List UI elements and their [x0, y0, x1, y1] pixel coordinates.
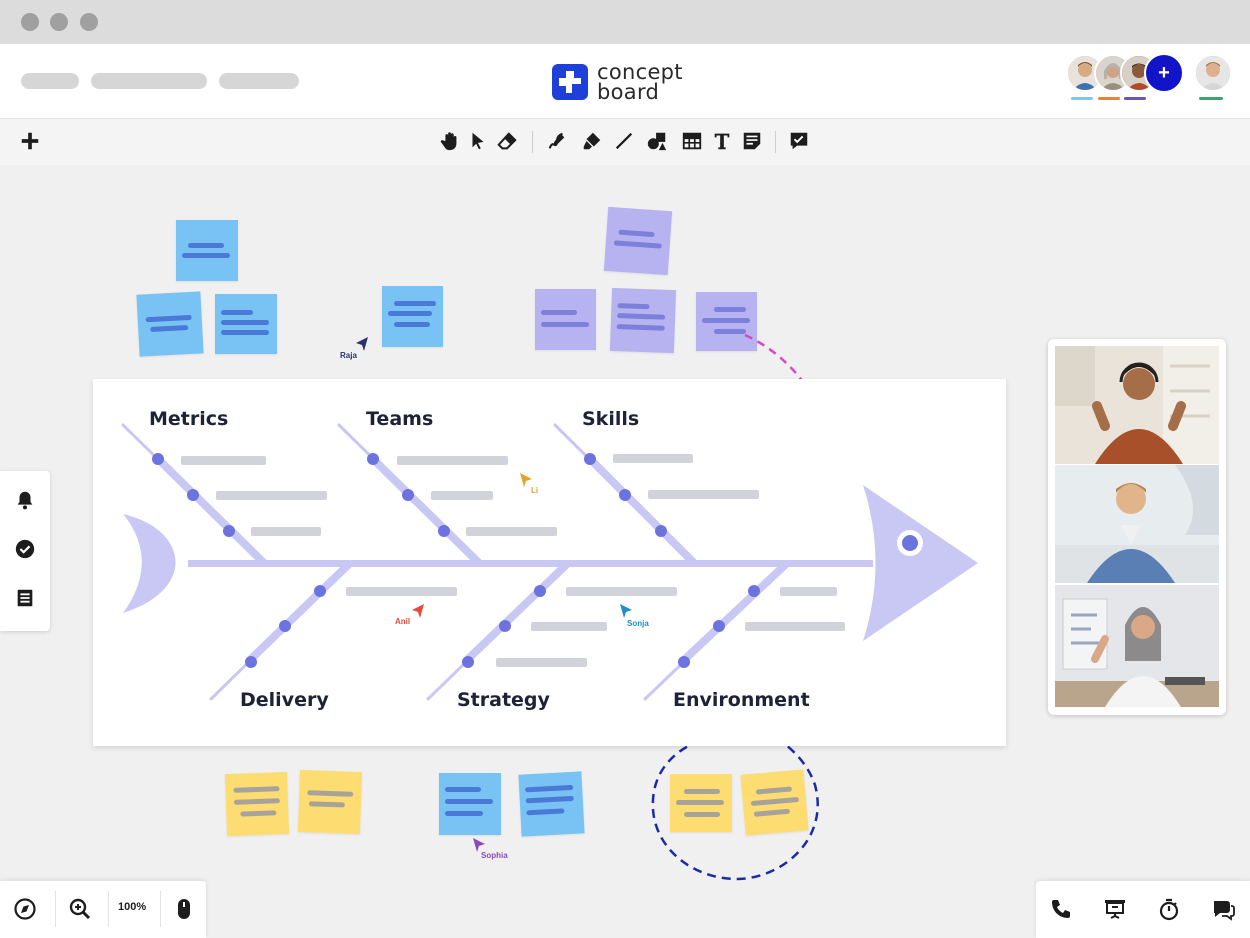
menu-placeholder[interactable]: [21, 73, 79, 89]
category-label-skills[interactable]: Skills: [582, 408, 640, 430]
cursor-label-sonja: Sonja: [627, 619, 649, 628]
avatar[interactable]: [1194, 54, 1232, 92]
toolbar-separator: [775, 131, 776, 153]
text-icon[interactable]: [710, 129, 734, 153]
sticky-note[interactable]: [439, 773, 501, 835]
sticky-note[interactable]: [176, 220, 238, 281]
eraser-icon[interactable]: [495, 129, 519, 153]
check-circle-icon[interactable]: [14, 538, 36, 560]
fishbone-diagram: [121, 423, 978, 701]
fish-spine: [188, 560, 873, 567]
fish-tail: [123, 514, 176, 613]
cursor-sophia-icon: [473, 838, 485, 852]
category-label-delivery[interactable]: Delivery: [240, 689, 329, 711]
zoom-panel: 100%: [0, 881, 206, 938]
chat-icon[interactable]: [1211, 897, 1235, 921]
category-label-strategy[interactable]: Strategy: [457, 689, 550, 711]
panel-separator: [55, 891, 56, 927]
category-label-environment[interactable]: Environment: [673, 689, 810, 711]
dashed-highlight-circle: [651, 715, 819, 881]
panel-separator: [160, 891, 161, 927]
logo-line-1: concept: [597, 60, 683, 84]
title-bar: [0, 0, 1250, 44]
phone-icon[interactable]: [1049, 897, 1073, 921]
compass-icon[interactable]: [13, 897, 37, 921]
cursor-sonja-icon: [620, 604, 632, 618]
marker-icon[interactable]: [580, 129, 604, 153]
video-tile[interactable]: [1055, 465, 1219, 583]
cursor-li-icon: [520, 473, 532, 487]
line-icon[interactable]: [612, 129, 636, 153]
fish-pupil: [902, 535, 918, 551]
logo-line-2: board: [597, 80, 660, 104]
zoom-in-icon[interactable]: [68, 897, 92, 921]
cursor-label-sophia: Sophia: [481, 851, 508, 860]
cursor-label-anil: Anil: [395, 617, 411, 626]
pen-icon[interactable]: [545, 129, 569, 153]
sticky-note[interactable]: [696, 292, 757, 351]
category-label-teams[interactable]: Teams: [366, 408, 434, 430]
video-tile[interactable]: [1055, 585, 1219, 707]
video-tile[interactable]: [1055, 346, 1219, 464]
comment-icon[interactable]: [787, 129, 811, 153]
pointer-icon[interactable]: [466, 129, 490, 153]
panel-separator: [108, 891, 109, 927]
conceptboard-logo: concept board: [552, 60, 683, 104]
table-icon[interactable]: [680, 129, 704, 153]
zoom-level[interactable]: 100%: [118, 901, 147, 913]
cursor-label-raja: Raja: [340, 351, 357, 360]
logo-text: concept board: [597, 60, 683, 104]
timer-icon[interactable]: [1157, 897, 1181, 921]
collaborator-avatars: [1066, 54, 1246, 114]
communication-panel: [1036, 881, 1250, 938]
logo-mark-icon: [552, 64, 588, 100]
hand-icon[interactable]: [438, 129, 462, 153]
presentation-icon[interactable]: [1103, 897, 1127, 921]
mouse-icon[interactable]: [172, 897, 196, 921]
sticky-note[interactable]: [670, 774, 732, 832]
shapes-icon[interactable]: [645, 129, 669, 153]
list-icon[interactable]: [14, 587, 36, 609]
window-close-button[interactable]: [21, 13, 39, 31]
sticky-note[interactable]: [382, 286, 443, 347]
window-maximize-button[interactable]: [80, 13, 98, 31]
cursor-anil-icon: [412, 604, 424, 618]
sticky-note-icon[interactable]: [740, 129, 764, 153]
main-toolbar: [0, 118, 1250, 166]
window-minimize-button[interactable]: [50, 13, 68, 31]
app-header: concept board +: [0, 44, 1250, 118]
category-label-metrics[interactable]: Metrics: [149, 408, 229, 430]
toolbar-separator: [532, 131, 533, 153]
cursor-raja-icon: [356, 337, 368, 351]
whiteboard-canvas[interactable]: Metrics Teams Skills Delivery Strategy E…: [0, 165, 1250, 938]
menu-placeholder[interactable]: [91, 73, 207, 89]
add-collaborator-button[interactable]: +: [1144, 53, 1184, 93]
avatar-status-line: [1071, 97, 1093, 100]
bell-icon[interactable]: [14, 489, 36, 511]
fishbone-diagram-board[interactable]: Metrics Teams Skills Delivery Strategy E…: [93, 379, 1006, 746]
left-side-panel: [0, 471, 50, 631]
cursor-label-li: Li: [531, 486, 539, 495]
sticky-note[interactable]: [535, 289, 596, 350]
menu-placeholder[interactable]: [219, 73, 299, 89]
fish-head: [863, 485, 978, 641]
video-call-panel: [1048, 339, 1226, 715]
sticky-note[interactable]: [215, 294, 277, 354]
avatar-status-line: [1199, 97, 1223, 100]
plus-icon[interactable]: [18, 129, 42, 153]
avatar-status-line: [1098, 97, 1120, 100]
avatar-status-line: [1124, 97, 1146, 100]
